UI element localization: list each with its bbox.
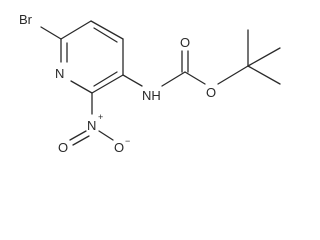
amide-nitrogen-label: NH [142,88,161,103]
bond-c3-c2-inner [93,71,118,87]
nitro-oxygen-charge: − [125,136,130,146]
bond-c6-br [40,26,62,40]
bond-c2-n1 [70,80,93,94]
nitro-nitrogen-charge: + [98,112,103,122]
bond-carbonyl-ester-o [184,71,206,85]
nitro-nitrogen-label: N [87,118,96,133]
bond-ester-o-quaternary-c [217,65,249,85]
bond-tbu-methyl-bottom [247,65,281,85]
ring-nitrogen-label: N [55,66,64,81]
bromine-label: Br [19,12,33,27]
bond-tbu-methyl-right [247,47,281,67]
nitro-oxygen-right-label: O [114,140,124,155]
bond-nitro-o-left-a [69,130,87,141]
bond-nh-carbonyl [161,71,186,87]
bond-c5-c4-inner [93,27,118,43]
bond-nitro-o-right [98,130,114,141]
bond-c5-c4 [90,20,124,40]
pyridine-ring [60,20,124,94]
bond-c6-c5 [60,20,92,40]
ester-oxygen-label: O [206,85,216,100]
bond-c3-nh [122,74,143,87]
bond-c3-c2 [91,74,124,94]
chemical-structure-diagram: Br N N + O O − NH O O [19,12,281,155]
bond-nitro-o-left-b [72,135,90,146]
nitro-oxygen-left-label: O [58,140,68,155]
carbonyl-oxygen-label: O [180,35,190,50]
